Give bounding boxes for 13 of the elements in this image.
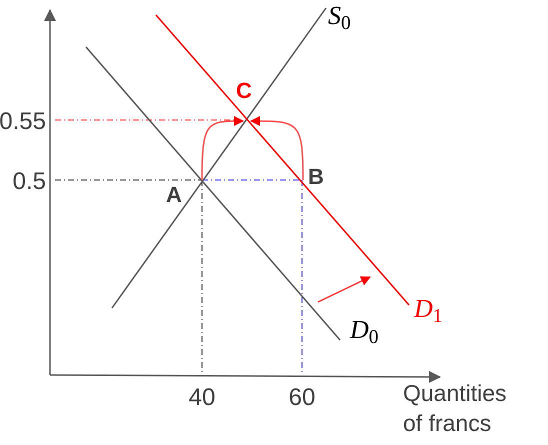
curved-arrow [250, 116, 304, 180]
point-label: B [308, 166, 324, 188]
curve-label: D$_{0}$ [350, 314, 380, 349]
curve-label: D$_{1}$ [414, 293, 444, 328]
axis-title: Quantities of francs [403, 379, 508, 438]
tick-label: 60 [288, 383, 316, 413]
tick-label: 0.5 [12, 167, 46, 197]
curve-label: S$_{0}$ [328, 0, 352, 35]
point-label: A [166, 184, 182, 206]
curved-arrow [201, 116, 244, 180]
tick-label: 40 [188, 383, 216, 413]
tick-label: 0.55 [0, 107, 46, 137]
point-label: C [236, 80, 252, 102]
